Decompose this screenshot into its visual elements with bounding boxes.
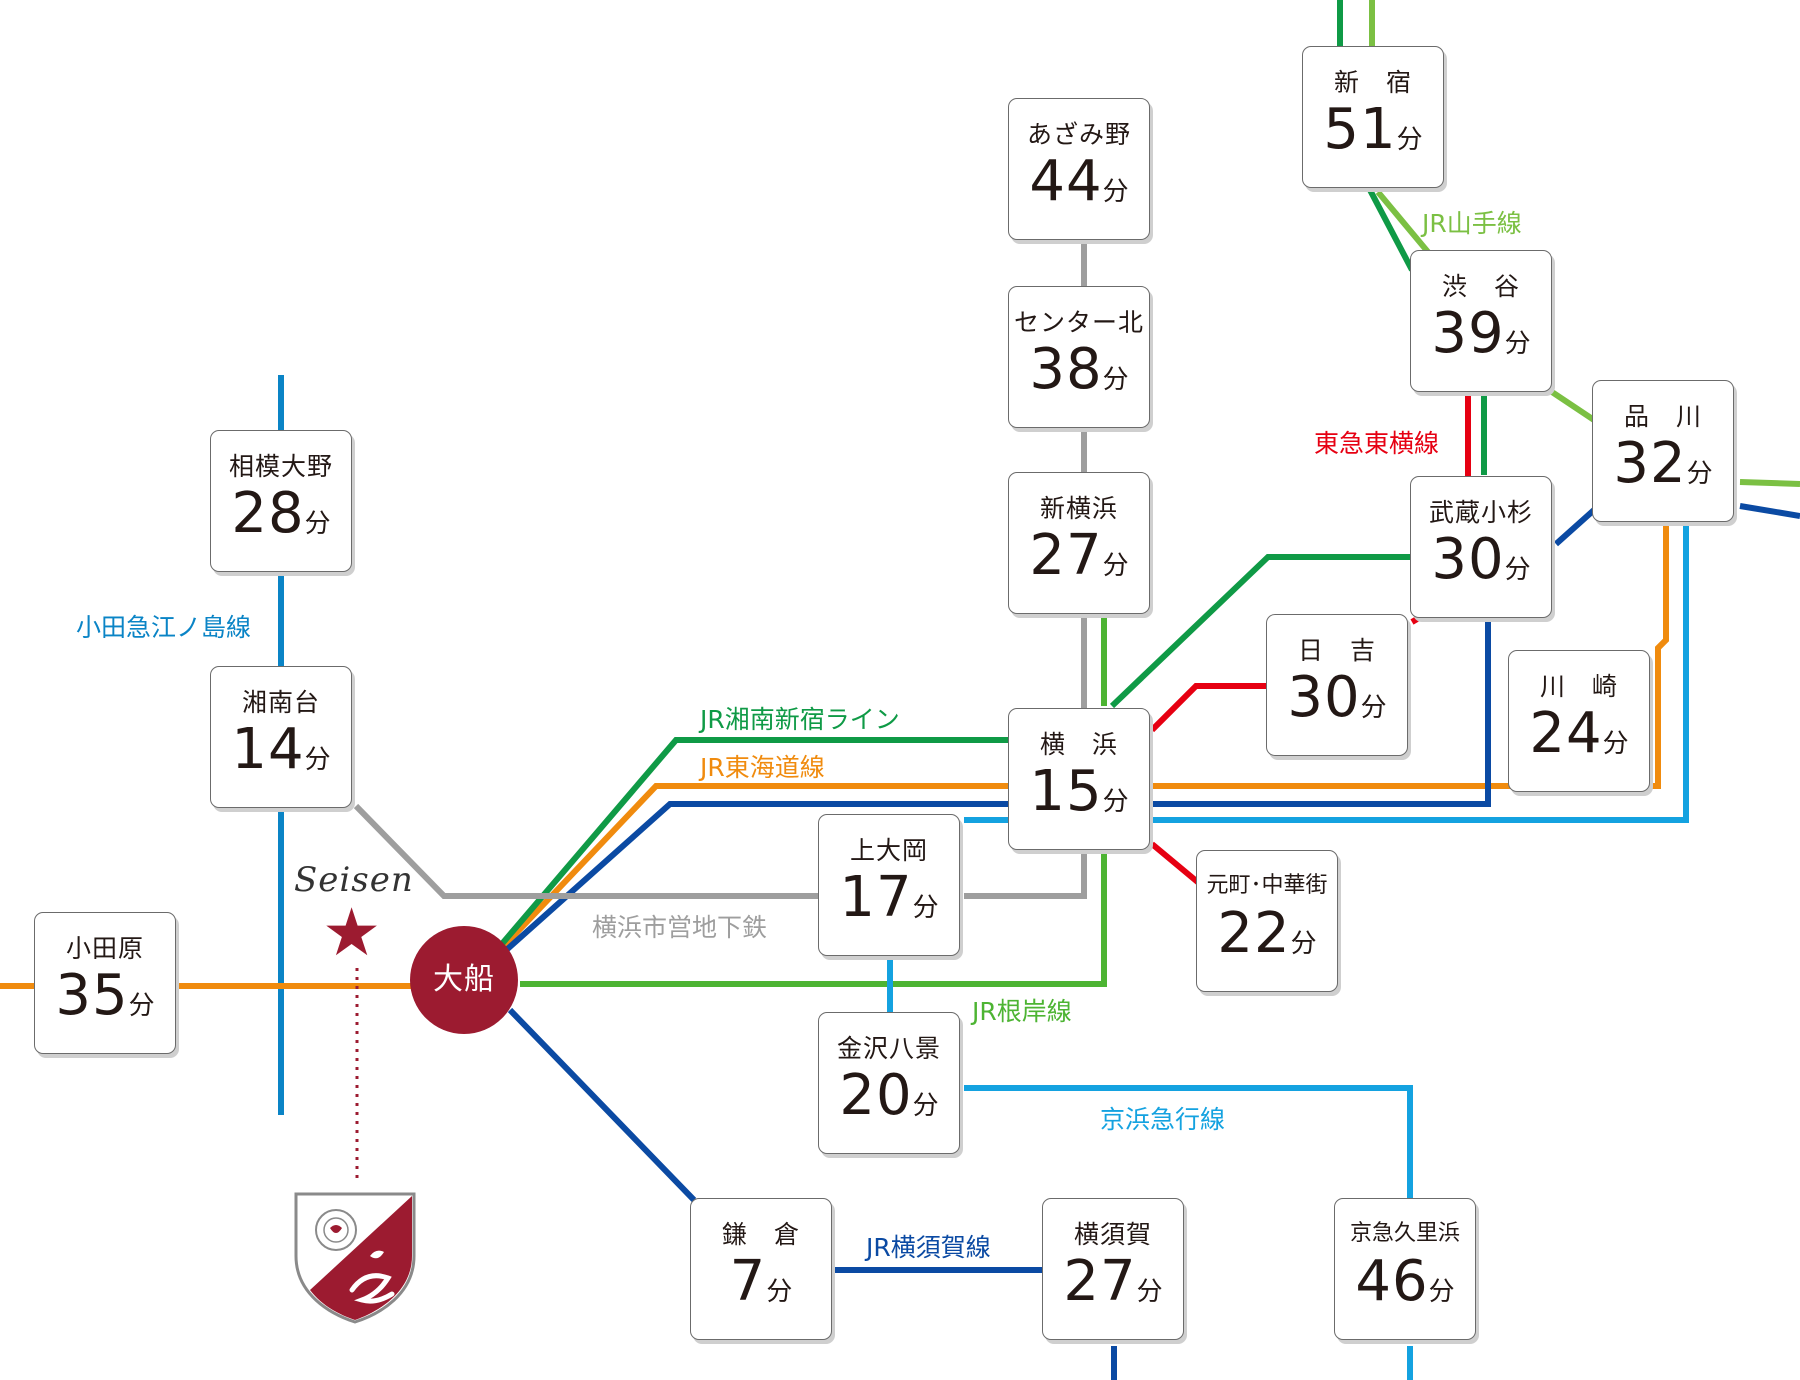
line-label-yamanote: JR山手線 [1422,209,1522,238]
station-name: 新 宿 [1333,68,1412,97]
star-icon: ★ [322,894,382,971]
travel-time: 20 [839,1063,913,1128]
station-name: 品 川 [1623,402,1702,431]
station-name: 相模大野 [228,452,333,481]
station-name: 金沢八景 [836,1034,941,1063]
station-motomachi: 元町･中華街 22分 [1196,850,1338,992]
station-name: 元町･中華街 [1206,873,1328,898]
travel-time: 39 [1431,301,1505,366]
line-shonan-shinjuku-north [1109,554,1412,709]
travel-time: 38 [1029,337,1103,402]
line-label-shonan-shinjuku: JR湘南新宿ライン [700,705,900,734]
station-name: 京急久里浜 [1349,1221,1460,1246]
seisen-logotype: Seisen [294,860,414,900]
line-subway [353,242,1087,899]
station-yokosuka: 横須賀 27分 [1042,1198,1184,1340]
station-shonandai: 湘南台 14分 [210,666,352,808]
station-shinagawa: 品 川 32分 [1592,380,1734,522]
station-kawasaki: 川 崎 24分 [1508,650,1650,792]
station-name: 湘南台 [241,688,320,717]
time-unit: 分 [1136,1277,1163,1307]
station-center-kita: センター北 38分 [1008,286,1150,428]
travel-time: 14 [231,717,305,782]
line-keikyu [887,520,1689,1380]
line-label-tokaido: JR東海道線 [700,753,825,782]
station-sagamiono: 相模大野 28分 [210,430,352,572]
station-hiyoshi: 日 吉 30分 [1266,614,1408,756]
time-unit: 分 [1102,787,1129,817]
time-unit: 分 [1102,177,1129,207]
line-label-odakyu: 小田急江ノ島線 [76,613,252,642]
station-name: 横 浜 [1039,730,1118,759]
station-shibuya: 渋 谷 39分 [1410,250,1552,392]
line-label-negishi: JR根岸線 [972,997,1072,1026]
station-name: 上大岡 [849,836,928,865]
station-name: 川 崎 [1539,672,1618,701]
travel-time: 28 [231,481,305,546]
time-unit: 分 [1396,125,1423,155]
line-label-subway: 横浜市営地下鉄 [592,913,768,942]
station-name: 渋 谷 [1441,272,1520,301]
station-name: センター北 [1013,308,1144,337]
station-yokohama: 横 浜 15分 [1008,708,1150,850]
station-name: 鎌 倉 [721,1220,800,1249]
station-kanazawa-hakkei: 金沢八景 20分 [818,1012,960,1154]
line-label-yokosuka: JR横須賀線 [866,1233,991,1262]
time-unit: 分 [128,991,155,1021]
travel-time: 27 [1029,523,1103,588]
time-unit: 分 [1360,693,1387,723]
travel-time: 35 [55,963,129,1028]
time-unit: 分 [1504,555,1531,585]
time-unit: 分 [912,1091,939,1121]
line-yokosuka-south [507,1007,1117,1380]
station-shinjuku: 新 宿 51分 [1302,46,1444,188]
station-musashi-kosugi: 武蔵小杉 30分 [1410,476,1552,618]
station-name: 小田原 [65,934,144,963]
station-kamiooka: 上大岡 17分 [818,814,960,956]
travel-time: 46 [1355,1249,1429,1314]
time-unit: 分 [1102,551,1129,581]
station-kamakura: 鎌 倉 7分 [690,1198,832,1340]
line-yokosuka-kosugi-shinagawa [1553,503,1800,547]
time-unit: 分 [912,893,939,923]
travel-time: 51 [1323,97,1397,162]
travel-time: 44 [1029,149,1103,214]
station-name: あざみ野 [1026,120,1131,149]
time-unit: 分 [304,745,331,775]
time-unit: 分 [1602,729,1629,759]
station-name: 武蔵小杉 [1428,498,1533,527]
time-unit: 分 [766,1277,793,1307]
hub-station-ofuna: 大船 [410,926,518,1034]
line-shonan-shinjuku [463,737,1010,988]
travel-time: 27 [1063,1249,1137,1314]
travel-time: 7 [729,1249,767,1314]
line-label-toyoko: 東急東横線 [1314,429,1440,458]
time-unit: 分 [1686,459,1713,489]
travel-time: 32 [1613,431,1687,496]
station-odawara: 小田原 35分 [34,912,176,1054]
station-name: 横須賀 [1073,1220,1152,1249]
time-unit: 分 [304,509,331,539]
travel-time: 30 [1287,665,1361,730]
travel-time: 22 [1217,901,1291,966]
travel-time: 15 [1029,759,1103,824]
station-shin-yokohama: 新横浜 27分 [1008,472,1150,614]
line-yamanote [1369,0,1800,487]
time-unit: 分 [1428,1277,1455,1307]
travel-time: 30 [1431,527,1505,592]
travel-time: 17 [839,865,913,930]
time-unit: 分 [1504,329,1531,359]
station-name: 新横浜 [1039,494,1118,523]
time-unit: 分 [1102,365,1129,395]
travel-time: 24 [1529,701,1603,766]
station-azamino: あざみ野 44分 [1008,98,1150,240]
line-label-keikyu: 京浜急行線 [1100,1105,1226,1134]
station-keikyu-kurihama: 京急久里浜 46分 [1334,1198,1476,1340]
time-unit: 分 [1290,929,1317,959]
school-crest-icon [294,1192,416,1324]
station-name: 日 吉 [1297,636,1376,665]
line-negishi [520,614,1107,987]
